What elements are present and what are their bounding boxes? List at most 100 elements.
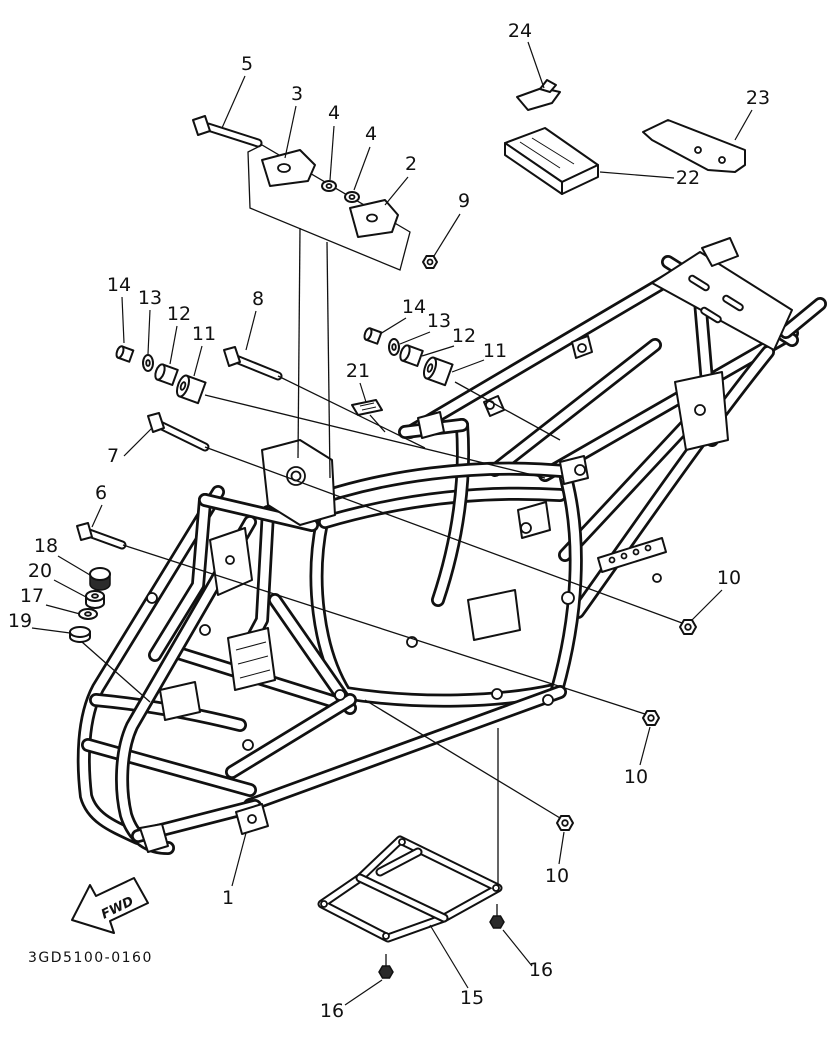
leader-13-left — [147, 309, 151, 355]
part-15-skid-plate — [317, 835, 503, 943]
part-19-cushion — [69, 626, 91, 643]
part-22-pad — [504, 127, 599, 195]
part-23-plate-hole-b — [718, 156, 726, 164]
part-4-collar-a-bore — [325, 183, 333, 189]
leader-16-right — [502, 929, 533, 967]
skid-plate-hole-right — [492, 884, 500, 892]
front-lower-cross — [83, 740, 255, 795]
callout-4-a: 4 — [328, 102, 340, 124]
callout-15: 15 — [460, 987, 484, 1009]
part-7-bolt — [147, 412, 210, 452]
leader-14-right — [379, 317, 407, 335]
front-engine-plate-lower — [227, 627, 276, 691]
callout-14-left: 14 — [107, 274, 131, 296]
leader-10-middle — [639, 726, 651, 766]
part-21-label-lines — [359, 402, 377, 411]
right-upper-bracket — [559, 455, 589, 485]
assembly-line-label-21 — [369, 414, 386, 433]
right-down-tube — [552, 473, 581, 695]
part-3-bracket-hole — [277, 163, 291, 173]
leader-4-a — [329, 125, 335, 181]
rear-strut-a — [490, 340, 660, 475]
part-14-bolt-left — [115, 345, 135, 363]
leader-16-left — [344, 979, 383, 1006]
leader-11-left — [193, 345, 203, 377]
callout-24: 24 — [508, 20, 532, 42]
part-8-bolt-shank — [233, 356, 281, 379]
callout-13-right: 13 — [427, 310, 451, 332]
rear-strut-b — [560, 400, 710, 560]
assembly-line-left-bushing — [204, 394, 546, 479]
part-11-bushing-left — [175, 374, 207, 405]
side-strip-holes — [608, 544, 652, 564]
leader-21 — [359, 382, 367, 403]
part-4-collar-b-bore — [348, 194, 356, 200]
left-mount-set — [115, 345, 207, 405]
part-14-bolt-right — [363, 327, 383, 345]
part-23-plate-hole-a — [694, 146, 702, 154]
callout-6: 6 — [95, 482, 107, 504]
leader-13-right — [399, 331, 431, 345]
leader-1 — [231, 832, 247, 887]
callout-16-right: 16 — [529, 959, 553, 981]
rear-tab-right — [781, 299, 825, 337]
part-21-label — [351, 399, 383, 416]
part-6-bolt — [76, 522, 127, 550]
part-23-plate — [642, 119, 746, 173]
leader-lines — [31, 41, 753, 1006]
part-16-bolt-left — [378, 954, 394, 979]
callout-2: 2 — [405, 153, 417, 175]
callout-4-b: 4 — [365, 123, 377, 145]
callout-19: 19 — [8, 610, 32, 632]
part-3-bracket — [261, 149, 316, 187]
part-6-bolt-head — [76, 522, 93, 541]
callout-14-right: 14 — [402, 296, 426, 318]
seat-rail-bracket — [417, 411, 445, 439]
front-bumper-foot — [139, 823, 169, 853]
frame-boss-nuts — [146, 343, 662, 751]
assembly-line-bolt-6 — [122, 544, 646, 715]
lower-cushion-stack — [69, 567, 111, 643]
leader-15 — [429, 924, 469, 989]
part-23-plate-body — [642, 119, 746, 173]
part-9-nut — [422, 255, 438, 269]
skid-plate-hole-top — [398, 838, 406, 846]
leader-14-left — [121, 296, 125, 344]
rear-plate-slots — [688, 274, 744, 324]
part-22-pad-side — [561, 164, 599, 195]
front-left-down — [150, 495, 210, 660]
part-20-collar — [85, 590, 105, 609]
part-12-collar-right — [399, 344, 424, 367]
assembly-line-lower-nut — [364, 699, 561, 819]
part-7-bolt-shank — [157, 422, 208, 450]
part-6-bolt-shank — [86, 530, 125, 548]
callout-12-left: 12 — [167, 303, 191, 325]
part-8-bolt-head — [223, 346, 241, 367]
callout-8: 8 — [252, 288, 264, 310]
fwd-arrow: FWD — [71, 877, 149, 934]
leader-6 — [91, 504, 103, 528]
leader-18 — [57, 555, 91, 576]
callout-17: 17 — [20, 585, 44, 607]
part-12-collar-left — [154, 363, 179, 386]
part-2-bracket — [349, 199, 399, 238]
skid-plate-hole-bottom — [382, 932, 390, 940]
callout-5: 5 — [241, 53, 253, 75]
part-18-cushion — [89, 567, 111, 591]
callout-23: 23 — [746, 87, 770, 109]
leader-7 — [123, 427, 153, 457]
lower-mount-plate — [467, 589, 521, 641]
assembly-line-cushion-stack — [81, 641, 151, 703]
part-4-collars — [321, 180, 360, 203]
leader-3 — [284, 105, 297, 159]
diagram-part-code: 3GD5100-0160 — [28, 950, 153, 966]
leader-9 — [433, 213, 461, 257]
part-17-washer — [78, 608, 98, 620]
leader-12-left — [169, 325, 178, 365]
part-5-bolt-shank — [205, 124, 261, 146]
front-lower-bracket — [159, 681, 201, 721]
callout-3: 3 — [291, 83, 303, 105]
part-9-nut-bore — [426, 258, 434, 266]
leader-10-upper — [691, 589, 723, 621]
